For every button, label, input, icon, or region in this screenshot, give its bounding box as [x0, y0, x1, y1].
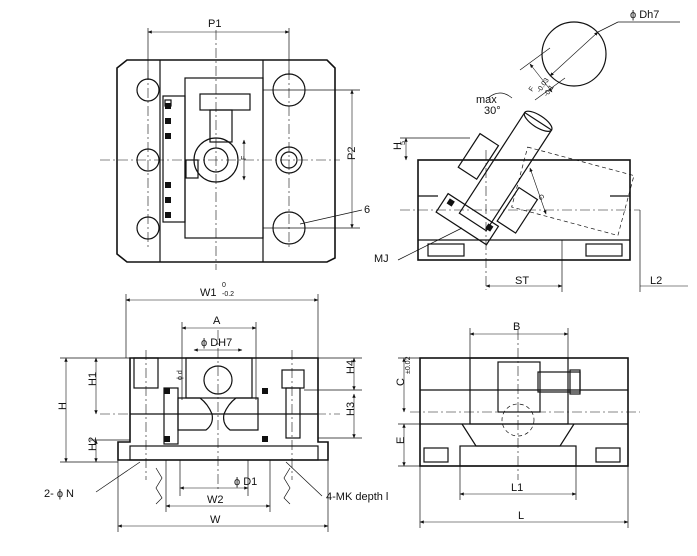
pin-detail [519, 21, 680, 101]
label-w1-lower: -0.2 [222, 291, 234, 298]
label-h3: H3 [345, 402, 357, 416]
label-angle: 30° [484, 105, 501, 117]
front-view [60, 294, 362, 532]
label-g: G [536, 194, 545, 202]
label-mj: MJ [374, 253, 389, 265]
label-h: H [57, 402, 69, 410]
label-h5-sub: 5 [400, 141, 407, 145]
label-six: 6 [364, 204, 370, 216]
label-f-tol: F [528, 86, 536, 94]
label-f-top: F [241, 156, 248, 160]
label-n: 2- ϕ N [44, 488, 74, 500]
label-w1: W1 [200, 287, 217, 299]
label-d1: ϕ D1 [234, 476, 257, 488]
end-view [398, 328, 640, 528]
label-c: C [395, 378, 407, 386]
label-h5: H [392, 142, 404, 150]
label-h1: H1 [87, 372, 99, 386]
label-w2: W2 [207, 494, 224, 506]
label-b: B [513, 321, 520, 333]
label-c-tol: ±0.02 [405, 356, 412, 374]
label-l2: L2 [650, 275, 662, 287]
label-l: L [518, 510, 524, 522]
side-view [397, 92, 688, 292]
label-mk: 4-MK depth l [326, 491, 388, 503]
label-h2: H2 [87, 437, 99, 451]
label-a: A [213, 315, 221, 327]
label-st: ST [515, 275, 529, 287]
label-h4: H4 [345, 360, 357, 374]
label-w: W [210, 514, 221, 526]
label-w1-upper: 0 [222, 282, 226, 289]
top-view [100, 28, 363, 270]
label-dh7-top: ϕ Dh7 [630, 9, 659, 21]
label-max: max [476, 94, 497, 106]
label-p2: P2 [346, 147, 358, 160]
label-d-small: ϕ d [177, 370, 184, 380]
label-l1: L1 [511, 482, 523, 494]
label-dh7-front: ϕ DH7 [201, 337, 232, 349]
label-e: E [395, 437, 407, 444]
label-p1: P1 [208, 18, 221, 30]
